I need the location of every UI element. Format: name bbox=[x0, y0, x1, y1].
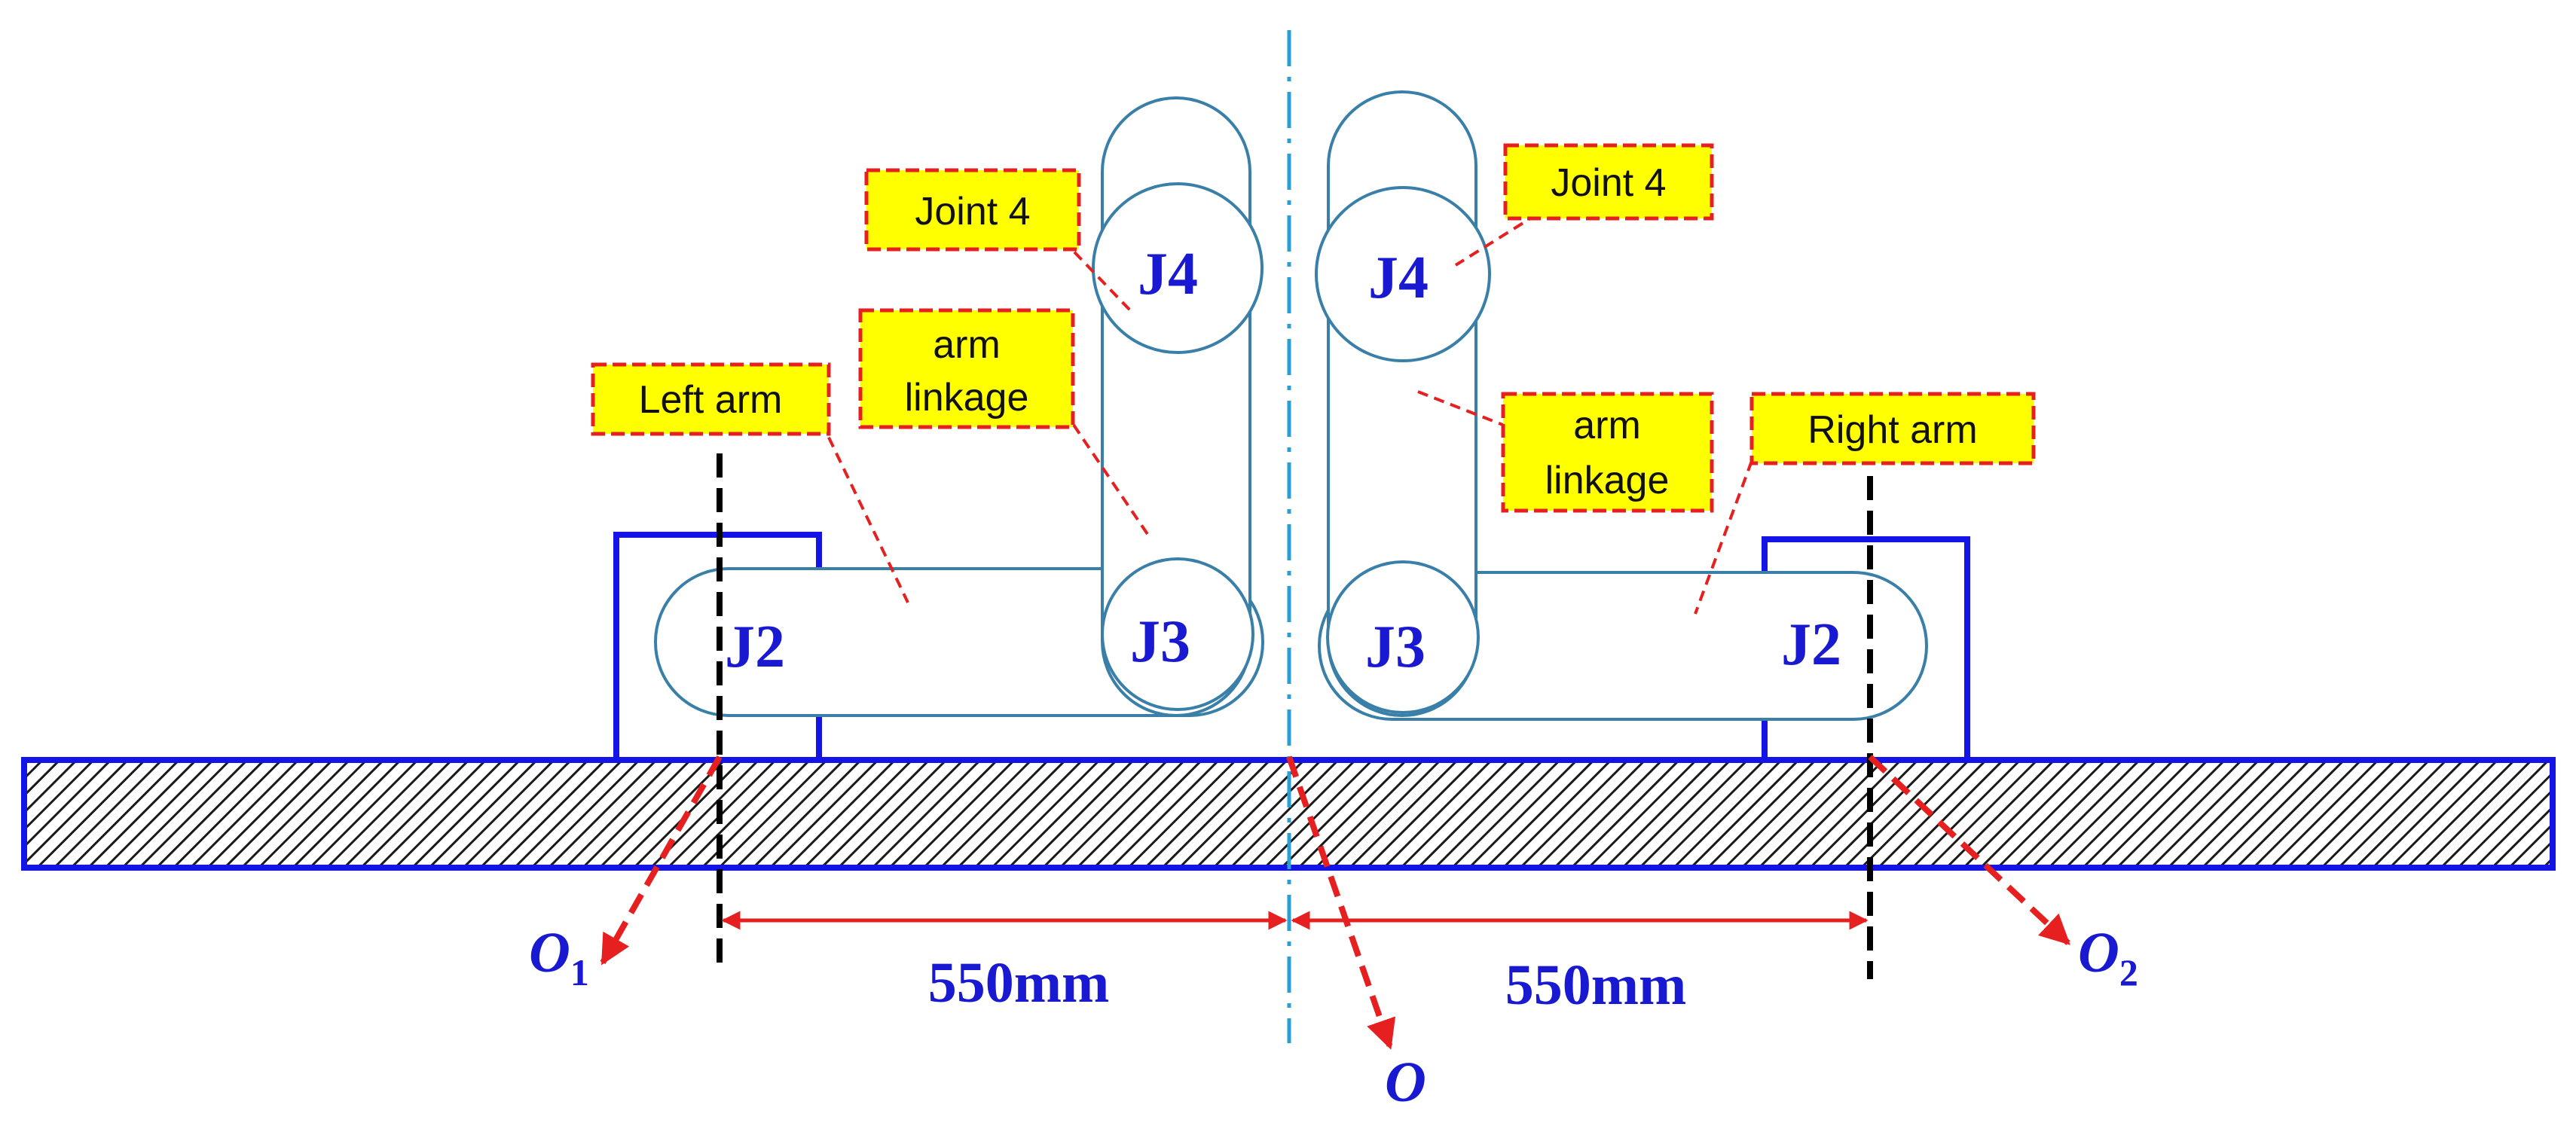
origin-label-o: O bbox=[1385, 1051, 1426, 1114]
callout-right-arm-text: Right arm bbox=[1807, 408, 1977, 452]
origin-label-o2: O2 bbox=[2078, 921, 2138, 993]
j2-right-label: J2 bbox=[1781, 612, 1841, 678]
j2-left-label: J2 bbox=[725, 614, 785, 680]
origin-arrow-o1 bbox=[600, 755, 723, 966]
callout-joint4-left: Joint 4 bbox=[864, 168, 1081, 252]
callout-joint4-right-text: Joint 4 bbox=[1551, 161, 1666, 205]
callout-linkage-right: arm linkage bbox=[1501, 392, 1714, 513]
j3-left-label: J3 bbox=[1130, 609, 1190, 675]
callout-linkage-right-line2: linkage bbox=[1545, 459, 1670, 502]
j4-left-label: J4 bbox=[1138, 241, 1198, 307]
leader-linkage-left bbox=[1062, 409, 1150, 538]
dimension-label-left: 550mm bbox=[928, 951, 1110, 1015]
origin-arrow-o bbox=[1286, 755, 1396, 1050]
j4-right-label: J4 bbox=[1368, 245, 1429, 311]
callout-joint4-right: Joint 4 bbox=[1503, 143, 1714, 221]
callout-right-arm: Right arm bbox=[1749, 392, 2036, 465]
callout-joint4-left-text: Joint 4 bbox=[915, 190, 1030, 233]
callout-left-arm: Left arm bbox=[591, 362, 831, 436]
callout-linkage-left-line2: linkage bbox=[905, 376, 1029, 420]
callout-linkage-left-line1: arm bbox=[933, 323, 1001, 367]
callout-left-arm-text: Left arm bbox=[639, 378, 783, 422]
left-j4-circle bbox=[1092, 182, 1264, 354]
leader-right-arm bbox=[1694, 460, 1753, 615]
left-j3-circle bbox=[1101, 557, 1254, 711]
callout-linkage-left: arm linkage bbox=[858, 308, 1075, 429]
right-j4-circle bbox=[1315, 186, 1491, 362]
origin-label-o1: O1 bbox=[529, 921, 589, 993]
right-j3-circle bbox=[1326, 560, 1480, 714]
j3-right-label: J3 bbox=[1365, 614, 1426, 680]
dimension-label-right: 550mm bbox=[1505, 954, 1687, 1017]
callout-linkage-right-line1: arm bbox=[1573, 404, 1641, 447]
origin-arrow-o2 bbox=[1868, 755, 2070, 945]
